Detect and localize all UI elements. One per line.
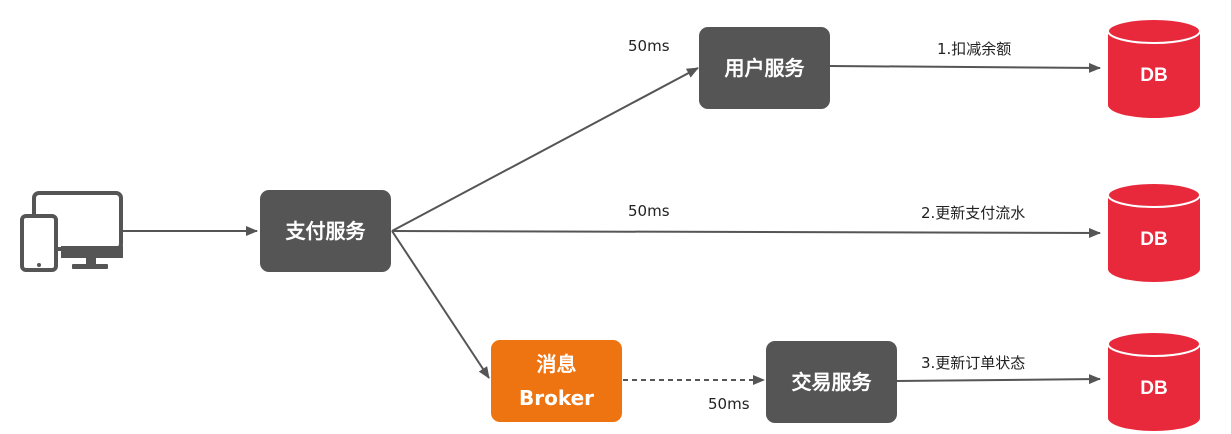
broker-label-line1: 消息 — [536, 352, 577, 376]
db3-label: DB — [1140, 378, 1168, 399]
step-label-2: 2.更新支付流水 — [921, 204, 1026, 222]
database-icon — [1107, 331, 1201, 431]
arrow-user-to-db1 — [829, 62, 1101, 73]
user-service-box: 用户服务 — [699, 27, 830, 109]
trade-service-label: 交易服务 — [791, 370, 872, 394]
arrow-pay-to-db2 — [391, 227, 1101, 238]
arrow-pay-to-broker — [391, 230, 490, 379]
broker-label-line2: Broker — [518, 386, 595, 410]
pay-service-label: 支付服务 — [285, 219, 366, 243]
pay-service-box: 支付服务 — [260, 190, 391, 272]
arrow-trade-to-db3 — [895, 374, 1101, 385]
user-service-label: 用户服务 — [724, 56, 805, 80]
latency-label-mid: 50ms — [628, 202, 670, 220]
db2-label: DB — [1140, 229, 1168, 250]
database-3: DB — [1106, 330, 1202, 434]
database-icon — [1107, 18, 1201, 118]
database-1: DB — [1106, 17, 1202, 121]
step-label-1: 1.扣减余额 — [937, 40, 1012, 58]
arrow-pay-to-user — [391, 67, 699, 232]
trade-service-box: 交易服务 — [766, 341, 897, 423]
message-broker-box: 消息 Broker — [491, 340, 622, 422]
step-label-3: 3.更新订单状态 — [921, 354, 1026, 372]
client-devices-icon — [20, 190, 124, 278]
latency-label-user: 50ms — [628, 37, 670, 55]
db1-label: DB — [1140, 65, 1168, 86]
latency-label-trade: 50ms — [708, 395, 750, 413]
database-icon — [1107, 182, 1201, 282]
database-2: DB — [1106, 181, 1202, 285]
